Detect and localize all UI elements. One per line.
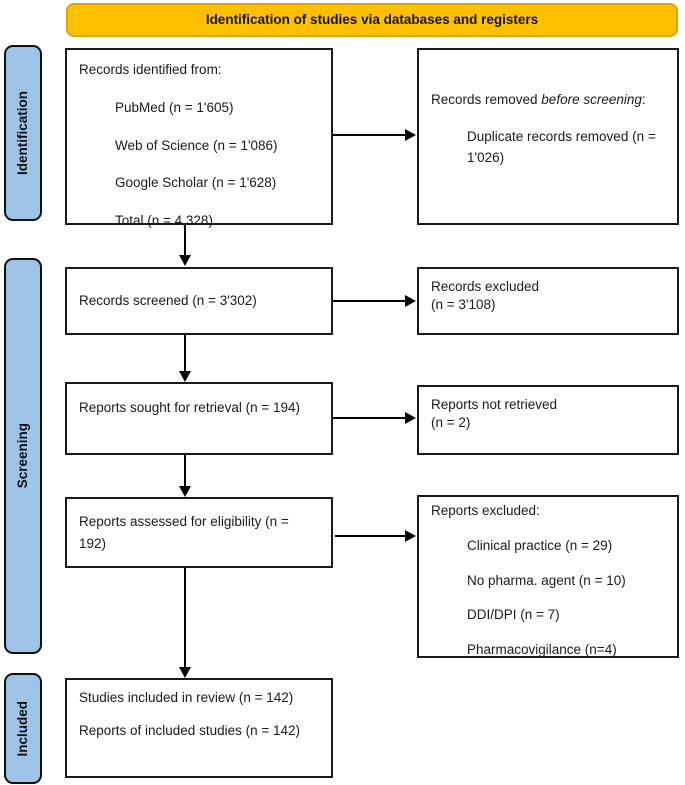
box-reports-not-retrieved: Reports not retrieved (n = 2) [417, 385, 679, 455]
arrow-assessed-to-reports-excluded [335, 530, 416, 542]
arrow-screened-to-sought [179, 335, 191, 382]
banner-title: Identification of studies via databases … [205, 12, 539, 28]
records-removed-title-pre: Records removed [431, 92, 542, 107]
records-identified-item: Web of Science (n = 1'086) [115, 137, 278, 153]
box-records-removed: Records removed before screening: Duplic… [417, 48, 679, 225]
stage-included: Included [4, 673, 42, 784]
stage-identification-label: Identification [15, 91, 31, 175]
records-excluded-line2: (n = 3'108) [431, 296, 496, 312]
records-identified-item: Total (n = 4,328) [115, 213, 213, 229]
reports-excluded-title: Reports excluded: [431, 503, 540, 518]
arrow-screened-to-excluded [333, 295, 416, 307]
reports-assessed-title: Reports assessed for eligibility (n = 19… [79, 514, 289, 551]
banner: Identification of studies via databases … [66, 3, 678, 37]
records-removed-title-italic: before screening [541, 92, 642, 107]
arrow-assessed-to-included [179, 568, 191, 678]
studies-included-line2: Reports of included studies (n = 142) [79, 723, 301, 739]
box-reports-excluded: Reports excluded: Clinical practice (n =… [417, 495, 679, 658]
studies-included-line1: Studies included in review (n = 142) [79, 690, 294, 705]
records-removed-item: Duplicate records removed (n = 1'026) [467, 128, 656, 165]
arrow-identified-to-screened [179, 225, 191, 266]
box-records-excluded: Records excluded (n = 3'108) [417, 267, 679, 335]
stage-identification: Identification [4, 45, 42, 221]
reports-sought-title: Reports sought for retrieval (n = 194) [79, 400, 300, 415]
records-removed-title: Records removed before screening: [431, 90, 665, 111]
records-removed-title-post: : [641, 92, 646, 107]
stage-screening: Screening [4, 258, 42, 654]
box-studies-included: Studies included in review (n = 142) Rep… [65, 678, 333, 778]
records-excluded-line1: Records excluded [431, 279, 540, 294]
box-records-screened: Records screened (n = 3'302) [65, 267, 333, 335]
records-identified-title: Records identified from: [79, 62, 222, 77]
reports-not-retrieved-line1: Reports not retrieved [431, 397, 558, 412]
reports-not-retrieved-line2: (n = 2) [431, 414, 471, 430]
reports-excluded-item: DDI/DPI (n = 7) [467, 607, 560, 623]
box-records-identified: Records identified from: PubMed (n = 1'6… [65, 48, 333, 228]
reports-excluded-item: Pharmacovigilance (n=4) [467, 642, 617, 658]
reports-excluded-item: Clinical practice (n = 29) [467, 537, 613, 553]
stage-included-label: Included [15, 700, 31, 757]
arrow-identified-to-removed [333, 129, 416, 141]
box-reports-sought: Reports sought for retrieval (n = 194) [65, 382, 333, 455]
records-screened-title: Records screened (n = 3'302) [79, 293, 257, 309]
reports-excluded-item: No pharma. agent (n = 10) [467, 572, 626, 588]
records-identified-item: PubMed (n = 1'605) [115, 99, 234, 115]
arrow-sought-to-assessed [179, 455, 191, 497]
arrow-sought-to-not-retrieved [333, 412, 416, 424]
stage-screening-label: Screening [15, 423, 31, 489]
box-reports-assessed: Reports assessed for eligibility (n = 19… [65, 497, 333, 568]
records-identified-item: Google Scholar (n = 1'628) [115, 175, 277, 191]
